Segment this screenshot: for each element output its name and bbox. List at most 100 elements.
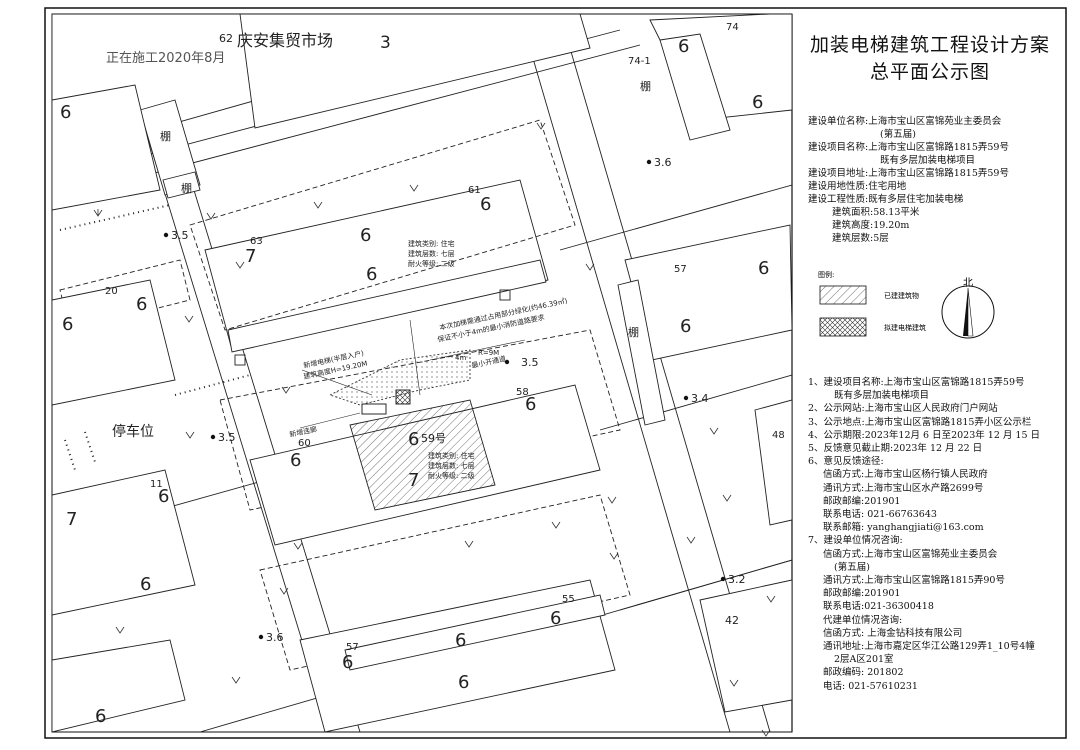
- meta-row: 建设单位名称:上海市宝山区富锦苑业主委员会: [808, 115, 1058, 128]
- note-corridor: 新增连廊: [289, 424, 318, 439]
- elev-dot: [646, 159, 652, 165]
- notice-line: 6、意见反馈途径:: [808, 456, 884, 468]
- label-61: 61: [468, 185, 481, 196]
- notice-line: 既有多层加装电梯项目: [834, 390, 930, 402]
- bldg-info-line: 耐火等级: 二级: [408, 259, 455, 268]
- note-r9: R=9M: [478, 349, 499, 357]
- elevation: 3.5: [521, 356, 539, 369]
- meta-row: 建设项目地址:上海市宝山区富锦路1815弄59号: [808, 167, 1058, 180]
- notice-line: 邮政邮编:201901: [823, 495, 901, 507]
- meta-row: 既有多层加装电梯项目: [808, 154, 1058, 167]
- notice-line: 邮政邮编:201901: [823, 588, 901, 600]
- title-line-2: 总平面公示图: [869, 61, 990, 83]
- floor: 6: [758, 258, 769, 279]
- elevation: 3.6: [654, 156, 672, 169]
- legend-proposed-label: 拟建电梯建筑: [884, 323, 926, 332]
- floor: 7: [245, 246, 256, 267]
- meta-row: (第五届): [808, 128, 1058, 141]
- floor: 6: [95, 706, 106, 727]
- meta-value: 既有多层住宅加装电梯: [868, 194, 964, 205]
- meta-value: 19.20m: [873, 220, 910, 231]
- meta-row: 建筑面积:58.13平米: [808, 206, 1058, 219]
- floor: 6: [62, 314, 73, 335]
- floor: 6: [752, 92, 763, 113]
- legend-title: 图例:: [818, 270, 834, 279]
- meta-row: 建设用地性质:住宅用地: [808, 180, 1058, 193]
- bldg-info-line: 建筑层数: 七层: [408, 249, 455, 258]
- notice-line: 信函方式:上海市宝山区杨行镇人民政府: [823, 469, 988, 481]
- notice-line: 2、公示网站:上海市宝山区人民政府门户网站: [808, 403, 998, 415]
- notice-line: 通讯方式:上海市宝山区富锦路1815弄90号: [823, 575, 1005, 587]
- elevation: 3.2: [728, 573, 746, 586]
- notice-line: (第五届): [834, 561, 870, 573]
- floor-7: 6: [458, 672, 469, 693]
- label-57: 57: [674, 264, 687, 275]
- elev-dot: [683, 395, 689, 401]
- label-58: 58: [516, 387, 529, 398]
- meta-value: 上海市宝山区富锦路1815弄59号: [868, 168, 1009, 179]
- meta-key: 建设单位名称:: [808, 116, 869, 127]
- meta-key: 建设项目地址:: [808, 168, 869, 179]
- floor-7: 7: [408, 470, 419, 491]
- meta-value: 既有多层加装电梯项目: [880, 155, 976, 166]
- floor: 6: [550, 608, 561, 629]
- notice-line: 2层A区201室: [834, 654, 894, 666]
- meta-value: 5层: [873, 233, 889, 244]
- floor: 6: [158, 486, 169, 507]
- shed-label: 棚: [640, 79, 651, 93]
- elev-dot: [504, 359, 510, 365]
- legend-existing-label: 已建建筑物: [884, 291, 919, 300]
- building-42: [699, 579, 792, 713]
- market-number: 62: [219, 32, 233, 45]
- notice-line: 代建单位情况咨询:: [823, 614, 903, 626]
- meta-value: 58.13平米: [873, 207, 920, 218]
- building-57: [624, 224, 792, 361]
- bldg-info-line: 建筑层数: 七层: [428, 461, 475, 470]
- label-57b: 57: [346, 642, 359, 653]
- label-55: 55: [562, 594, 575, 605]
- meta-key: 建筑层数:: [832, 233, 874, 244]
- outer-frame: [44, 7, 1067, 739]
- market-label: 庆安集贸市场: [237, 31, 333, 50]
- project-meta: 建设单位名称:上海市宝山区富锦苑业主委员会 (第五届) 建设项目名称: 上海市宝山…: [808, 115, 1058, 245]
- legend-existing-swatch: [819, 285, 867, 305]
- title-line-1: 加装电梯建筑工程设计方案: [809, 34, 1050, 56]
- elev-dot: [210, 434, 216, 440]
- floor: 6: [480, 194, 491, 215]
- north-arrow-circle: [941, 285, 995, 339]
- parking-label: 停车位: [112, 423, 154, 440]
- notice-line: 邮政编码: 201802: [823, 667, 904, 679]
- notice-line: 5、反馈意见截止期:2023年 12 月 22 日: [808, 443, 983, 455]
- label-60: 60: [298, 438, 311, 449]
- green-occupied-area: [328, 349, 471, 406]
- notice-line: 联系电话: 021-66763643: [823, 509, 937, 521]
- building-left-top: [52, 84, 161, 211]
- meta-key: 建筑面积:: [832, 207, 874, 218]
- shed-block: [139, 99, 201, 196]
- legend-proposed-swatch: [819, 317, 867, 337]
- meta-row: 建筑高度:19.20m: [808, 219, 1058, 232]
- label-42: 42: [725, 614, 739, 627]
- meta-key: 建设工程性质:: [808, 194, 869, 205]
- notice-line: 联系电话:021-36300418: [823, 601, 934, 613]
- bldg-info-line: 建筑类别: 住宅: [428, 451, 475, 460]
- shed-label: 棚: [181, 181, 192, 195]
- label-48: 48: [772, 430, 785, 441]
- floor: 6: [60, 102, 71, 123]
- elev-dot: [163, 232, 169, 238]
- floor-7: 6: [140, 574, 151, 595]
- meta-row: 建筑层数:5层: [808, 232, 1058, 245]
- meta-value: 住宅用地: [868, 181, 907, 192]
- label-59: 59号: [421, 432, 446, 445]
- notice-line: 1、建设项目名称:上海市宝山区富锦路1815弄59号: [808, 377, 1025, 388]
- label-63: 63: [250, 236, 263, 247]
- notice-line: 4、公示期限:2023年12月 6 日至2023年 12 月 15 日: [808, 429, 1041, 441]
- meta-value: (第五届): [880, 129, 916, 140]
- notice-line: 电话: 021-57610231: [823, 680, 918, 692]
- elev-dot: [258, 634, 264, 640]
- meta-key: 建设项目名称:: [808, 142, 869, 153]
- notice-line: 联系邮箱: yanghangjiati@163.com: [823, 522, 984, 534]
- building-59-hatched: [349, 399, 496, 511]
- floor: 6: [342, 652, 353, 673]
